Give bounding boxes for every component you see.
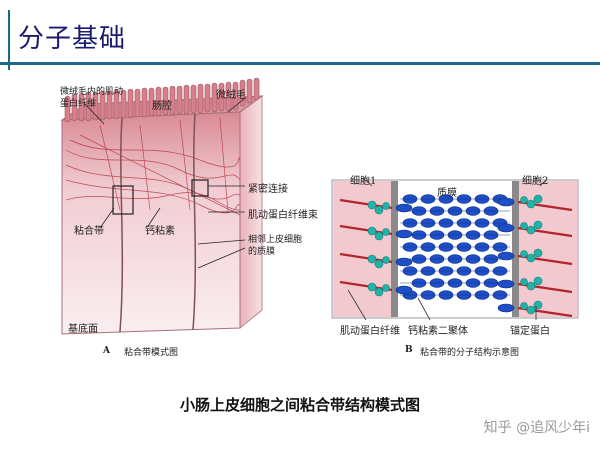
pointer-cadherin-dimer bbox=[417, 297, 431, 321]
cadherin-right-end bbox=[497, 223, 515, 233]
anchor-protein-left bbox=[374, 259, 384, 269]
anchor-protein-left bbox=[374, 205, 384, 215]
cadherin-left-end bbox=[395, 257, 413, 267]
anchor-protein-left bbox=[382, 284, 390, 292]
anchor-protein-left bbox=[367, 282, 377, 292]
anchor-protein-left bbox=[374, 287, 384, 297]
anchor-protein-right bbox=[526, 281, 536, 291]
anchor-protein-right bbox=[533, 300, 543, 310]
anchor-protein-right bbox=[533, 248, 543, 258]
cadherin-left-end bbox=[395, 285, 413, 295]
panel-a-letter: A bbox=[103, 346, 110, 356]
anchor-protein-right bbox=[533, 276, 543, 286]
figure-caption: 小肠上皮细胞之间粘合带结构模式图 bbox=[179, 396, 420, 414]
anchor-protein-right bbox=[520, 196, 528, 204]
label-microvilli: 微绒毛 bbox=[216, 90, 246, 101]
anchor-protein-left bbox=[367, 254, 377, 264]
pointer-cell2 bbox=[539, 179, 547, 187]
slide-title: 分子基础 bbox=[18, 24, 127, 54]
panel-b-letter: B bbox=[405, 345, 413, 355]
anchor-protein-left bbox=[367, 200, 377, 210]
anchor-protein-right bbox=[526, 225, 536, 235]
label-adhesion-belt: 粘合带 bbox=[74, 226, 104, 237]
label-actin-bundle: 肌动蛋白纤维束 bbox=[248, 210, 318, 221]
title-underline bbox=[0, 62, 600, 65]
anchor-protein-right bbox=[520, 250, 528, 258]
label-cell2: 细胞2 bbox=[522, 176, 549, 187]
pointer-cell1 bbox=[365, 179, 373, 187]
anchor-protein-right bbox=[526, 253, 536, 263]
label-lumen: 肠腔 bbox=[152, 101, 172, 112]
label-space: 质膜 bbox=[437, 188, 457, 199]
label-basal-surface: 基底面 bbox=[68, 324, 98, 335]
anchor-protein-right bbox=[520, 302, 528, 310]
anchor-protein-left bbox=[382, 228, 390, 236]
label-actin-fiber: 肌动蛋白纤维 bbox=[340, 326, 400, 337]
label-cadherin-dimer: 钙粘素二聚体 bbox=[408, 326, 468, 337]
anchor-protein-left bbox=[374, 231, 384, 241]
anchor-protein-right bbox=[533, 194, 543, 204]
cell-membranes bbox=[119, 113, 197, 333]
cadherin-right-end bbox=[497, 197, 515, 207]
label-microvilli-actin: 微绒毛内的肌动蛋白纤维 bbox=[60, 87, 124, 109]
anchor-protein-right bbox=[526, 199, 536, 209]
anchor-protein-right bbox=[520, 278, 528, 286]
cadherin-left-end bbox=[395, 203, 413, 213]
label-adjacent-membrane: 相邻上皮细胞的质膜 bbox=[248, 235, 303, 257]
label-anchor-protein: 锚定蛋白 bbox=[510, 326, 550, 337]
cell1-cytoplasm bbox=[333, 181, 391, 317]
cell2-membrane bbox=[512, 181, 519, 317]
cadherin-right-end bbox=[497, 251, 515, 261]
label-tight-junction: 紧密连接 bbox=[248, 184, 288, 195]
anchor-protein-left bbox=[382, 256, 390, 264]
tight-junction-box bbox=[191, 179, 209, 197]
anchor-protein-right bbox=[520, 222, 528, 230]
cadherin-right-end bbox=[497, 303, 515, 313]
title-accent-bar bbox=[8, 10, 10, 70]
anchor-protein-left bbox=[367, 226, 377, 236]
pointer-actin-fiber bbox=[347, 289, 367, 321]
cell1-membrane bbox=[391, 181, 398, 317]
adhesion-belt-box bbox=[112, 185, 134, 215]
watermark: 知乎 @追风少年i bbox=[483, 420, 590, 436]
anchor-protein-left bbox=[382, 202, 390, 210]
label-cell1: 细胞1 bbox=[350, 176, 377, 187]
anchor-protein-right bbox=[526, 305, 536, 315]
label-cadherin: 钙粘素 bbox=[145, 226, 175, 237]
cadherin-right-end bbox=[497, 279, 515, 289]
cadherin-left-end bbox=[395, 229, 413, 239]
actin-network bbox=[65, 117, 241, 216]
panel-b-caption: 粘合带的分子结构示意图 bbox=[420, 348, 520, 358]
panel-a-caption: 粘合带模式图 bbox=[124, 348, 179, 358]
anchor-protein-right bbox=[533, 220, 543, 230]
microvilli bbox=[64, 77, 260, 123]
